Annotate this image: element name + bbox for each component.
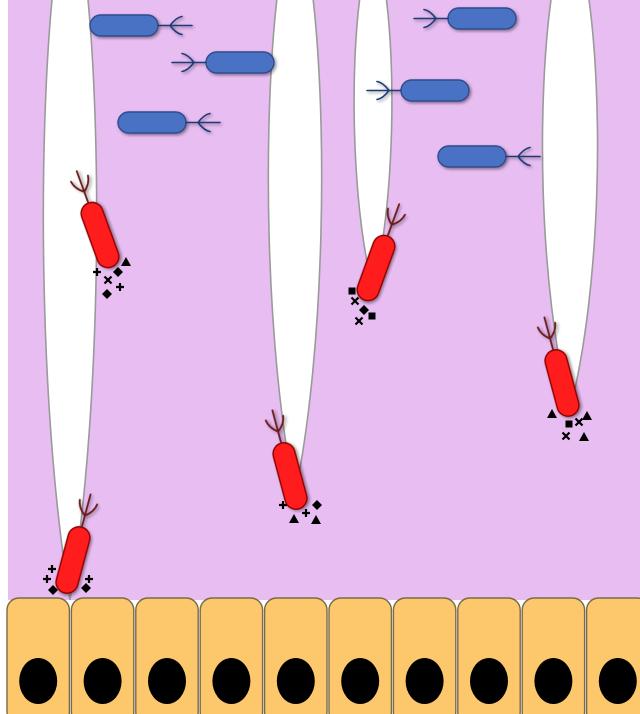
epithelial-cell: [458, 598, 520, 714]
commensal-bacterium: [367, 80, 469, 101]
epithelial-cell-layer: [7, 598, 640, 714]
nucleus: [148, 658, 186, 704]
epithelial-cell: [7, 598, 69, 714]
epithelial-cell: [200, 598, 262, 714]
commensal-bacterium: [90, 15, 192, 36]
commensal-body: [438, 146, 506, 167]
epithelial-cell: [522, 598, 584, 714]
epithelial-cell: [265, 598, 327, 714]
commensal-bacterium: [414, 8, 516, 29]
commensal-body: [118, 112, 186, 133]
nucleus: [212, 658, 250, 704]
square-icon: [566, 421, 573, 428]
nucleus: [534, 658, 572, 704]
nucleus: [341, 658, 379, 704]
nucleus: [599, 658, 637, 704]
commensal-bacterium: [438, 146, 540, 167]
epithelial-cell: [329, 598, 391, 714]
commensal-bacterium: [172, 52, 274, 73]
commensal-body: [90, 15, 158, 36]
commensal-body: [206, 52, 274, 73]
commensal-bacterium: [118, 112, 220, 133]
epithelial-cell: [393, 598, 455, 714]
nucleus: [277, 658, 315, 704]
nucleus: [19, 658, 57, 704]
commensal-body: [401, 80, 469, 101]
nucleus: [406, 658, 444, 704]
epithelial-cell: [71, 598, 133, 714]
commensal-body: [448, 8, 516, 29]
epithelial-cell: [136, 598, 198, 714]
nucleus: [84, 658, 122, 704]
nucleus: [470, 658, 508, 704]
epithelial-cell: [587, 598, 640, 714]
square-icon: [369, 313, 376, 320]
square-icon: [349, 288, 356, 295]
